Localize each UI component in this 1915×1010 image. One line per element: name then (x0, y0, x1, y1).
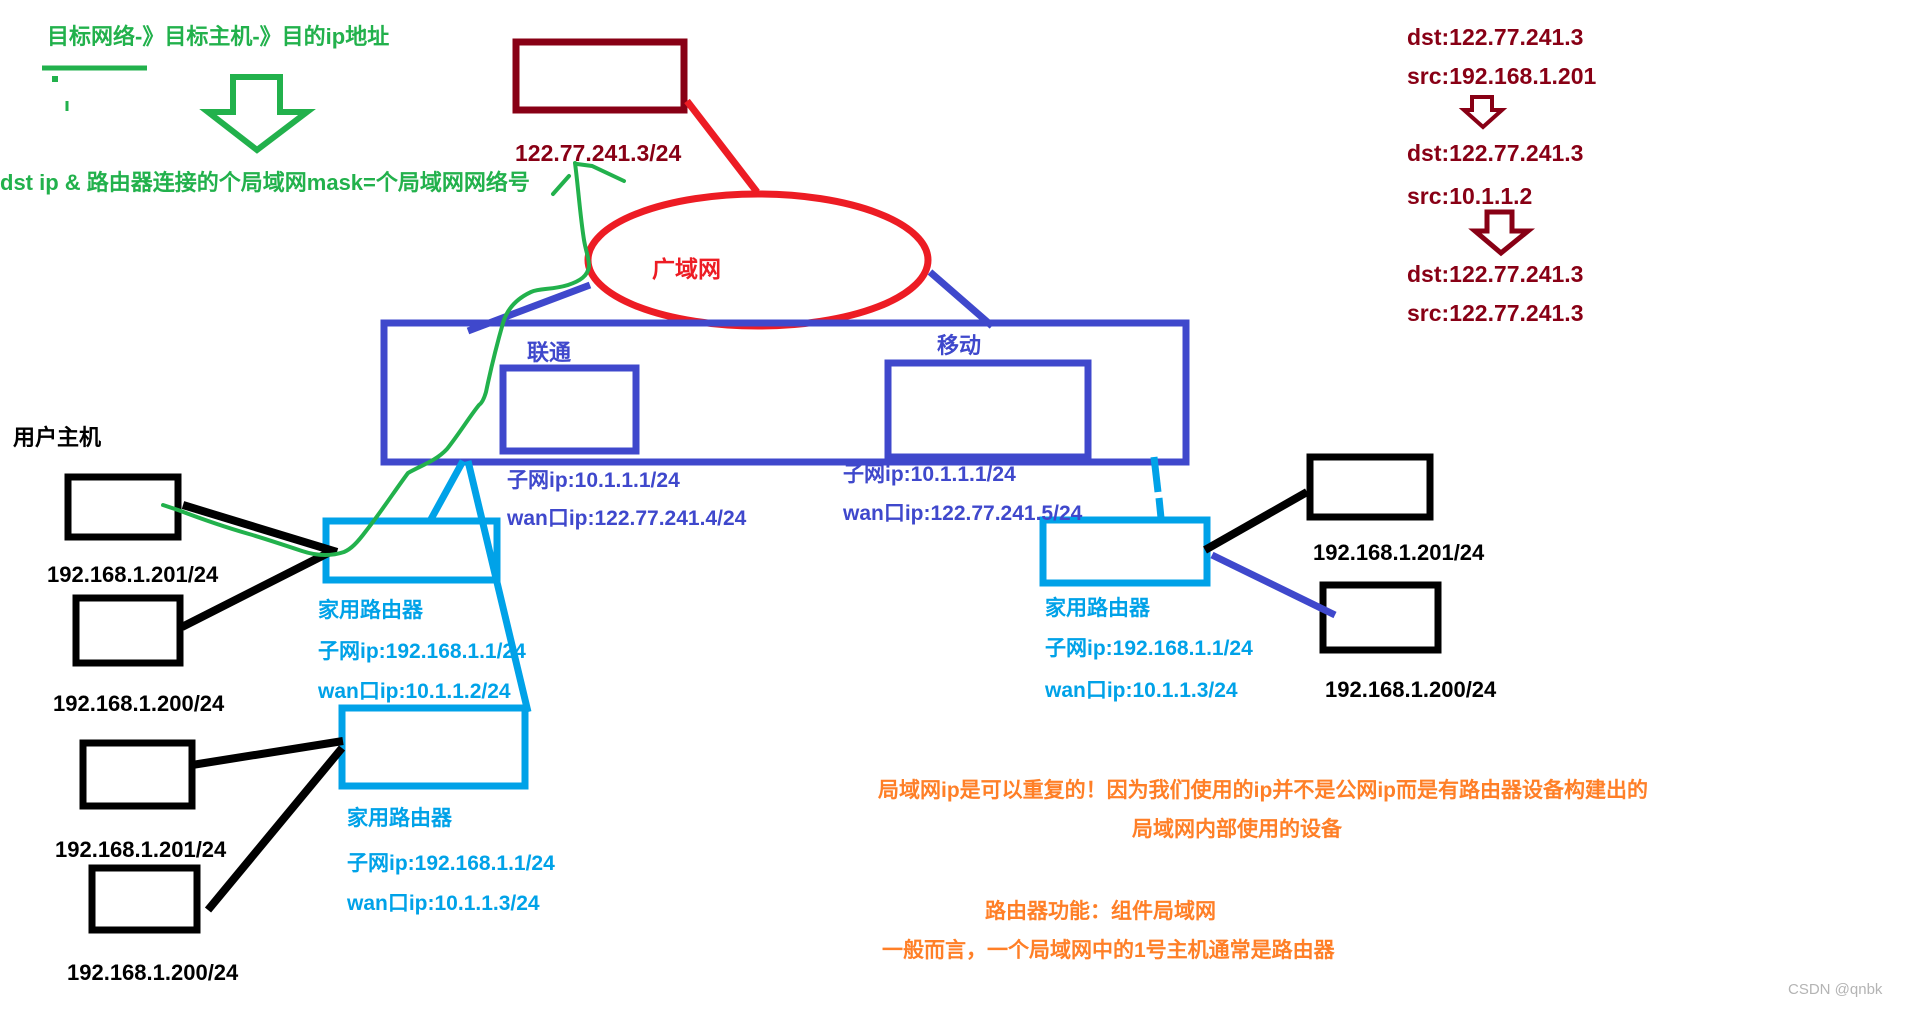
host-a1-link-line (181, 501, 339, 556)
note-router-func-line2: 一般而言，一个局域网中的1号主机通常是路由器 (882, 939, 1335, 962)
host-c1-link-line (1203, 488, 1309, 554)
cloud-link-right-line (927, 269, 995, 329)
isp-container-box (380, 319, 1190, 466)
wan-cloud-label: 广域网 (652, 256, 721, 282)
router3-wan-ip: wan口ip:10.1.1.3/24 (1045, 679, 1238, 702)
host-a2-box (72, 594, 184, 667)
trace-step2-src: src:10.1.1.2 (1407, 183, 1533, 209)
host-b2-box (88, 864, 201, 934)
home-router2-box (338, 704, 529, 790)
host-a2-link-line (180, 547, 334, 631)
trace-step3-dst: dst:122.77.241.3 (1407, 261, 1584, 287)
router3-name: 家用路由器 (1045, 597, 1150, 620)
green-trace-tick (551, 174, 571, 196)
note-lan-ip-line2: 局域网内部使用的设备 (1132, 818, 1342, 841)
router2-wan-ip: wan口ip:10.1.1.3/24 (347, 892, 540, 915)
router3-subnet-ip: 子网ip:192.168.1.1/24 (1045, 637, 1253, 660)
trace-step1-dst: dst:122.77.241.3 (1407, 24, 1584, 50)
wan-public-ip-label: 122.77.241.3/24 (515, 140, 682, 166)
unicom-wan-ip: wan口ip:122.77.241.4/24 (507, 507, 747, 530)
wan-cloud-ellipse (584, 190, 932, 330)
trace-down-arrow-2-icon (1468, 209, 1536, 257)
host-b1-ip-label: 192.168.1.201/24 (55, 837, 227, 862)
mobile-to-router3-line-upper (1150, 456, 1162, 493)
unicom-to-router1-line (426, 459, 467, 523)
home-router1-box (322, 517, 501, 584)
host-b1-link-line (191, 737, 344, 769)
home-router3-box (1039, 516, 1211, 587)
rule-line1: 目标网络-》目标主机-》目的ip地址 (47, 24, 390, 49)
host-b2-ip-label: 192.168.1.200/24 (67, 960, 239, 985)
router1-name: 家用路由器 (318, 599, 423, 622)
host-b1-box (79, 739, 196, 810)
green-down-arrow-icon (199, 74, 316, 154)
wan-server-box (512, 38, 688, 114)
green-trace-branch (575, 162, 626, 183)
host-c2-box (1319, 581, 1442, 654)
host-a1-ip-label: 192.168.1.201/24 (47, 562, 219, 587)
unicom-to-router2-line (464, 460, 532, 713)
host-a2-ip-label: 192.168.1.200/24 (53, 691, 225, 716)
unicom-name: 联通 (527, 340, 572, 365)
watermark-text: CSDN @qnbk (1788, 981, 1883, 998)
trace-step2-dst: dst:122.77.241.3 (1407, 140, 1584, 166)
trace-step3-src: src:122.77.241.3 (1407, 300, 1584, 326)
host-c2-ip-label: 192.168.1.200/24 (1325, 677, 1497, 702)
unicom-router-box (499, 364, 640, 455)
mobile-wan-ip: wan口ip:122.77.241.5/24 (843, 502, 1083, 525)
note-router-func-line1: 路由器功能：组件局域网 (985, 900, 1216, 923)
unicom-subnet-ip: 子网ip:10.1.1.1/24 (507, 469, 680, 492)
wan-server-link-line (684, 98, 760, 195)
mobile-to-router3-line-lower (1155, 497, 1165, 519)
host-c1-box (1306, 453, 1434, 521)
trace-down-arrow-1-icon (1458, 95, 1508, 130)
router2-name: 家用路由器 (347, 807, 452, 830)
mobile-router-box (884, 359, 1092, 461)
rule-line2: dst ip & 路由器连接的个局域网mask=个局域网网络号 (0, 170, 530, 195)
green-trace-curve (161, 161, 592, 557)
router1-subnet-ip: 子网ip:192.168.1.1/24 (318, 640, 526, 663)
trace-step1-src: src:192.168.1.201 (1407, 63, 1597, 89)
note-lan-ip-line1: 局域网ip是可以重复的！因为我们使用的ip并不是公网ip而是有路由器设备构建出的 (878, 779, 1648, 802)
router1-wan-ip: wan口ip:10.1.1.2/24 (318, 680, 511, 703)
green-dot (52, 76, 58, 82)
host-c2-link-line (1210, 551, 1337, 619)
host-b2-link-line (204, 745, 346, 913)
host-a1-box (64, 473, 182, 541)
router2-subnet-ip: 子网ip:192.168.1.1/24 (347, 852, 555, 875)
mobile-name: 移动 (937, 333, 982, 358)
host-c1-ip-label: 192.168.1.201/24 (1313, 540, 1485, 565)
hosts-section-title: 用户主机 (13, 425, 102, 450)
mobile-subnet-ip: 子网ip:10.1.1.1/24 (843, 463, 1016, 486)
